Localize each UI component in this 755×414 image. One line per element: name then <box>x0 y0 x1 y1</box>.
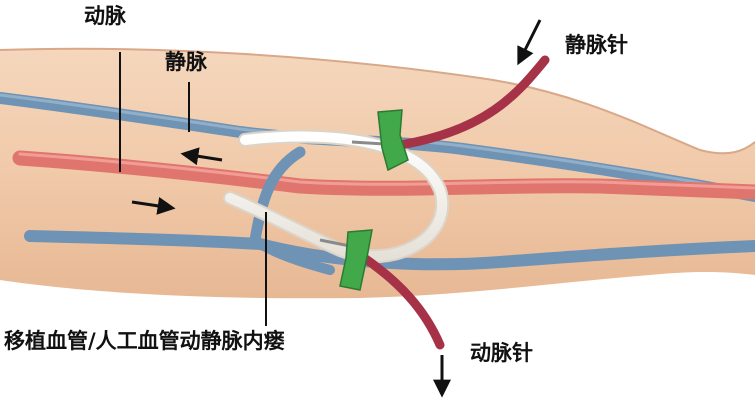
arm-edge-top <box>0 47 755 155</box>
vein-label: 静脉 <box>165 50 207 74</box>
arterial-needle-wing <box>339 229 373 291</box>
artery-flow-arrow <box>131 196 176 215</box>
branch-vein <box>250 235 335 275</box>
venous-needle-arrow <box>517 19 542 66</box>
venous-needle-wing <box>377 109 409 172</box>
arterial-needle-label: 动脉针 <box>470 341 533 365</box>
connecting-vein <box>249 146 306 246</box>
venous-needle-label: 静脉针 <box>565 33 628 57</box>
artery-highlight <box>18 152 755 190</box>
venous-needle-tubing <box>395 55 550 150</box>
artery-label: 动脉 <box>84 4 126 28</box>
graft-fistula-label: 移植血管/人工血管动静脉内瘘 <box>4 329 285 353</box>
arterial-needle-tubing <box>355 250 445 350</box>
vein-flow-arrow <box>180 147 223 166</box>
artery-vessel <box>12 150 755 200</box>
graft-loop-inner <box>225 131 448 262</box>
